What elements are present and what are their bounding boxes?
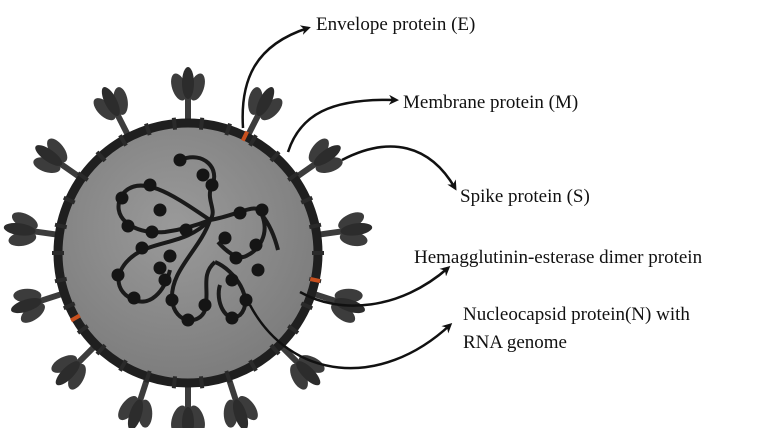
arrow-spike xyxy=(341,145,457,191)
membrane-protein xyxy=(224,123,232,136)
nucleocapsid-bead xyxy=(225,273,239,287)
nucleocapsid-bead xyxy=(196,168,210,182)
membrane-protein xyxy=(95,343,107,356)
membrane-protein xyxy=(287,324,300,335)
nucleocapsid-bead xyxy=(181,313,195,327)
spike-proteins xyxy=(3,67,373,433)
membrane-protein xyxy=(300,195,314,205)
arrow-envelope xyxy=(241,25,311,129)
membrane-protein xyxy=(287,171,300,182)
nucleocapsid-bead xyxy=(249,238,263,252)
label-membrane-protein: Membrane protein (M) xyxy=(403,92,579,113)
membrane-protein xyxy=(269,150,281,163)
nucleocapsid-bead xyxy=(127,291,141,305)
membrane-protein xyxy=(198,376,205,389)
nucleocapsid-bead xyxy=(165,293,179,307)
envelope-protein-mark xyxy=(70,313,81,323)
membrane-protein xyxy=(62,195,76,205)
nucleocapsid-bead xyxy=(173,153,187,167)
membrane-protein xyxy=(300,301,314,311)
membrane-protein xyxy=(54,276,68,284)
spike-protein xyxy=(223,373,258,431)
viral-envelope xyxy=(53,118,323,388)
nucleocapsid-bead xyxy=(145,225,159,239)
label-nucleocapsid-line1: Nucleocapsid protein(N) with xyxy=(463,304,690,325)
arrow-membrane xyxy=(286,94,399,153)
membrane-protein xyxy=(248,134,258,147)
nucleocapsid-bead xyxy=(153,261,167,275)
spike-protein xyxy=(314,212,373,247)
nucleocapsid-bead xyxy=(121,219,135,233)
arrow-nucleocapsid xyxy=(248,304,453,370)
membrane-protein xyxy=(269,343,281,356)
membrane-protein xyxy=(62,301,76,311)
membrane-protein xyxy=(76,324,89,335)
nucleocapsid-bead xyxy=(218,231,232,245)
nucleocapsid-bead xyxy=(143,178,157,192)
rna-strand xyxy=(214,260,248,320)
nucleocapsid-bead xyxy=(115,191,129,205)
spike-protein xyxy=(243,87,283,141)
spike-protein xyxy=(3,212,62,247)
nucleocapsid-bead xyxy=(239,293,253,307)
nucleocapsid-bead xyxy=(198,298,212,312)
nucleocapsid-bead xyxy=(135,241,149,255)
nucleocapsid-bead xyxy=(158,273,172,287)
spike-protein xyxy=(171,381,205,433)
membrane-protein xyxy=(144,123,152,136)
label-spike-protein: Spike protein (S) xyxy=(460,186,590,207)
envelope-proteins xyxy=(70,130,321,323)
nucleocapsid-bead xyxy=(163,249,177,263)
nucleocapsid-bead xyxy=(233,206,247,220)
membrane-protein xyxy=(248,359,258,372)
nucleocapsid-bead xyxy=(111,268,125,282)
nucleocapsid-rna-genome xyxy=(111,153,280,327)
nucleocapsid-bead xyxy=(251,263,265,277)
nucleocapsid-bead xyxy=(225,311,239,325)
membrane-protein xyxy=(118,134,128,147)
spike-protein xyxy=(10,288,68,323)
membrane-protein xyxy=(171,117,178,130)
rna-strand xyxy=(260,213,280,251)
nucleocapsid-bead xyxy=(255,203,269,217)
envelope-protein-mark xyxy=(309,277,321,284)
envelope-protein-mark xyxy=(240,130,249,142)
membrane-protein xyxy=(76,171,89,182)
label-arrows xyxy=(241,25,457,370)
nucleocapsid-bead xyxy=(229,251,243,265)
label-nucleocapsid-line2: RNA genome xyxy=(463,332,567,353)
nucleocapsid-bead xyxy=(179,223,193,237)
membrane-protein xyxy=(118,359,128,372)
label-hemagglutinin-esterase: Hemagglutinin-esterase dimer protein xyxy=(414,247,703,268)
nucleocapsid-bead xyxy=(153,203,167,217)
membrane-protein xyxy=(95,150,107,163)
membrane-protein xyxy=(144,370,152,383)
spike-protein xyxy=(171,67,205,125)
label-envelope-protein: Envelope protein (E) xyxy=(316,14,476,35)
spike-protein xyxy=(118,373,153,431)
membrane-protein xyxy=(224,370,232,383)
membrane-protein xyxy=(198,117,205,130)
nucleocapsid-bead xyxy=(205,178,219,192)
membrane-protein xyxy=(171,376,178,389)
arrow-hemagglutinin xyxy=(299,266,451,307)
membrane-protein xyxy=(54,222,68,230)
membrane-protein xyxy=(308,222,322,230)
